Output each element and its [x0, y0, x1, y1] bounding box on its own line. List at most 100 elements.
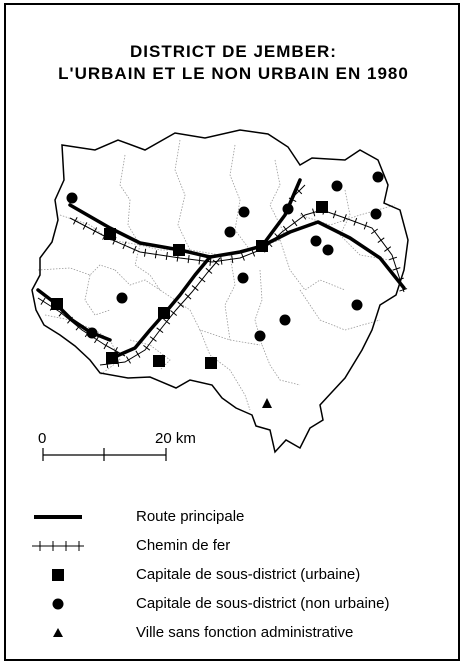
nonurban-capital-marker: [322, 244, 334, 256]
rail-tick: [143, 345, 151, 351]
legend-item-urban: Capitale de sous-district (urbaine): [30, 565, 450, 587]
legend-item-route: Route principale: [30, 507, 450, 529]
subdistrict-boundaries: [37, 139, 396, 411]
rail-tick: [58, 309, 65, 317]
legend-square-symbol: [52, 569, 64, 581]
rail-tick: [282, 225, 289, 233]
rail-tick: [163, 318, 171, 325]
nonurban-capital-marker: [331, 180, 343, 192]
district-outline: [31, 129, 409, 454]
rail-tick: [177, 301, 185, 308]
legend-label: Chemin de fer: [136, 537, 231, 554]
rail-tick: [92, 227, 98, 235]
rail-tick: [395, 277, 404, 282]
legend-label: Capitale de sous-district (non urbaine): [136, 595, 390, 612]
nonurban-capital-marker: [86, 327, 98, 339]
rail-tick: [251, 248, 256, 257]
rail-tick: [126, 356, 131, 364]
rail-tick: [295, 187, 303, 195]
rail-tick: [370, 228, 379, 235]
rail-tick: [300, 212, 307, 220]
rail-tick: [384, 246, 392, 252]
rail-tick: [170, 310, 178, 316]
rail-tick: [198, 276, 206, 283]
nonurban-capital-marker: [310, 235, 322, 247]
rail-tick: [399, 288, 408, 292]
nonurban-capital-marker: [237, 272, 249, 284]
rail-tick: [205, 267, 213, 274]
rail-tick: [73, 217, 78, 225]
rail-tick: [143, 248, 147, 257]
rail-tick: [353, 217, 358, 226]
rail-tick: [274, 233, 281, 240]
map-title-line-2: L'URBAIN ET LE NON URBAIN EN 1980: [58, 64, 409, 83]
rail-tick: [154, 250, 158, 259]
rail-tick: [343, 214, 347, 222]
urban-capital-marker: [256, 240, 268, 252]
legend-label: Capitale de sous-district (urbaine): [136, 566, 361, 583]
rail-tick: [122, 241, 127, 250]
rail-tick: [312, 208, 316, 217]
nonurban-capitals: [66, 171, 384, 342]
nonurban-capital-marker: [224, 226, 236, 238]
urban-capitals: [51, 201, 328, 369]
legend-item-village: Ville sans fonction administrative: [30, 623, 450, 645]
nonurban-capital-marker: [282, 203, 294, 215]
rail-tick: [75, 323, 82, 331]
nonurban-capital-marker: [372, 171, 384, 183]
rail-tick: [288, 197, 297, 203]
rail-tick: [377, 237, 385, 243]
rail-tick: [149, 336, 157, 342]
scale-bar: [42, 448, 167, 461]
railway: [37, 184, 408, 369]
rail-tick: [191, 285, 199, 291]
rail-tick: [220, 256, 223, 265]
rail-tick: [187, 255, 190, 264]
scale-start-label: 0: [38, 430, 47, 447]
rail-tick: [212, 259, 220, 266]
legend-circle-symbol: [52, 598, 64, 610]
rail-tick: [240, 252, 245, 261]
map-title-line-1: DISTRICT DE JEMBER:: [130, 42, 337, 61]
nonurban-capital-marker: [370, 208, 382, 220]
rail-tick: [40, 297, 46, 305]
rail-tick: [291, 219, 298, 227]
urban-capital-marker: [153, 355, 165, 367]
urban-capital-marker: [106, 352, 118, 364]
urban-capital-marker: [205, 357, 217, 369]
urban-capital-marker: [51, 298, 63, 310]
rail-tick: [94, 335, 100, 344]
village-marker: [262, 398, 272, 408]
rail-tick: [135, 350, 141, 358]
rail-tick: [184, 293, 192, 300]
legend-triangle-symbol: [53, 628, 63, 637]
nonurban-capital-marker: [254, 330, 266, 342]
legend-rail-symbol: [32, 541, 84, 551]
nonurban-capital-marker: [238, 206, 250, 218]
rail-tick: [389, 256, 398, 261]
rail-tick: [363, 221, 368, 230]
legend-label: Ville sans fonction administrative: [136, 624, 354, 641]
rail-tick: [165, 251, 168, 261]
rail-tick: [82, 222, 88, 230]
rail-tick: [198, 256, 201, 265]
nonurban-capital-marker: [279, 314, 291, 326]
legend-label: Route principale: [136, 508, 245, 525]
nonurban-capital-marker: [116, 292, 128, 304]
map-frame: [4, 3, 460, 661]
nonurban-capital-marker: [351, 299, 363, 311]
rail-tick: [156, 327, 164, 334]
rail-tick: [392, 267, 401, 271]
rail-tick: [132, 245, 137, 254]
rail-tick: [103, 341, 109, 350]
urban-capital-marker: [104, 228, 116, 240]
rail-tick: [332, 210, 337, 219]
scale-end-label: 20 km: [155, 430, 196, 447]
nonurban-capital-marker: [66, 192, 78, 204]
legend-item-nonurban: Capitale de sous-district (non urbaine): [30, 594, 450, 616]
rail-tick: [209, 257, 212, 266]
rail-tick: [67, 316, 73, 324]
urban-capital-marker: [158, 307, 170, 319]
rail-tick: [231, 255, 234, 264]
